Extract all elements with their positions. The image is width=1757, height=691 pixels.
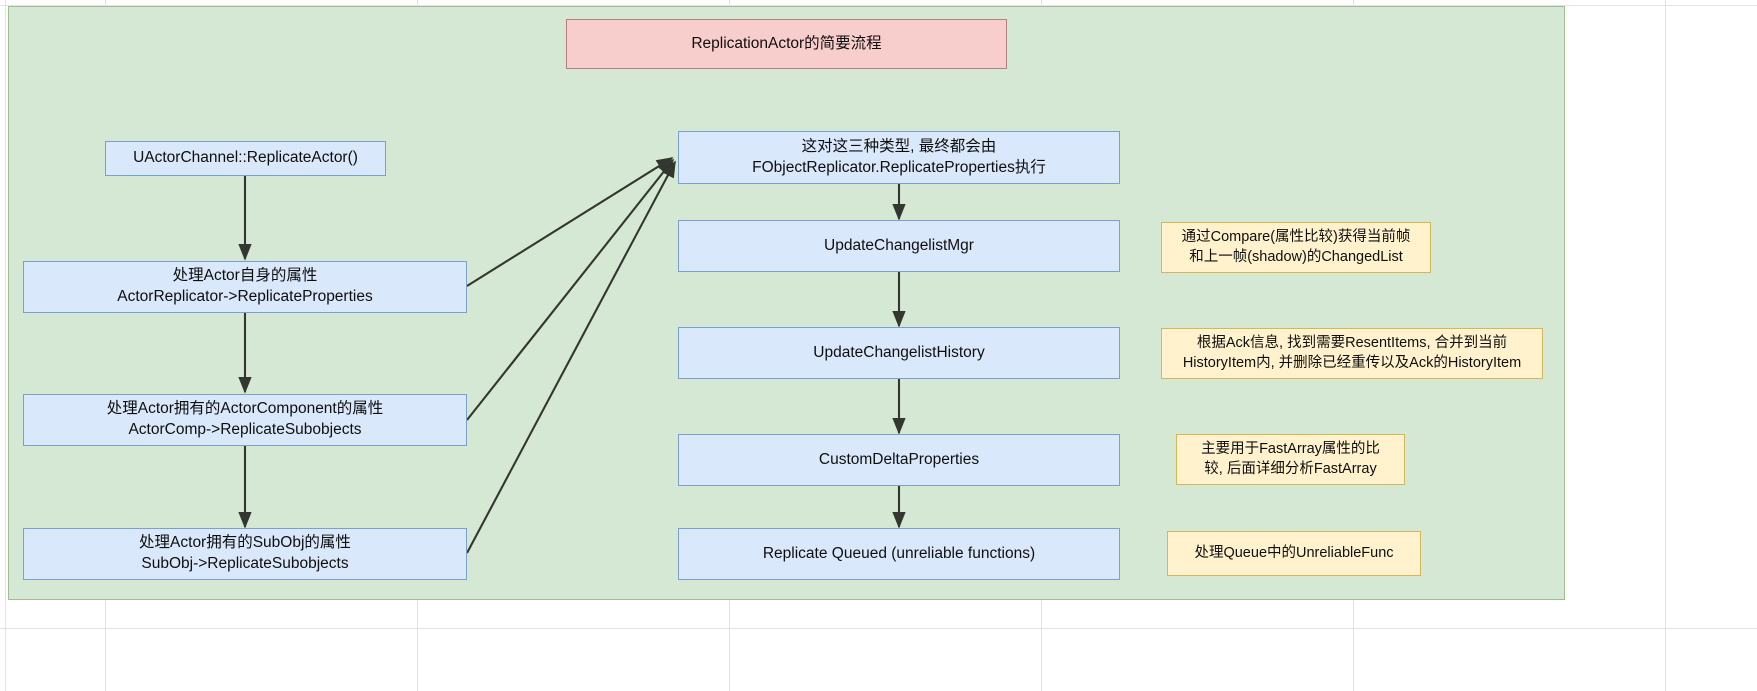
node-actor-own-properties[interactable]: 处理Actor自身的属性 ActorReplicator->ReplicateP… xyxy=(23,261,467,313)
node-actorcomponent-properties[interactable]: 处理Actor拥有的ActorComponent的属性 ActorComp->R… xyxy=(23,394,467,446)
node-customdeltaproperties[interactable]: CustomDeltaProperties xyxy=(678,434,1120,486)
title-node[interactable]: ReplicationActor的简要流程 xyxy=(566,19,1007,69)
note-customdeltaproperties[interactable]: 主要用于FastArray属性的比 较, 后面详细分析FastArray xyxy=(1176,434,1405,485)
node-subobj-properties[interactable]: 处理Actor拥有的SubObj的属性 SubObj->ReplicateSub… xyxy=(23,528,467,580)
node-replicate-queued[interactable]: Replicate Queued (unreliable functions) xyxy=(678,528,1120,580)
node-uactorchannel-replicateactor[interactable]: UActorChannel::ReplicateActor() xyxy=(105,141,386,176)
node-updatechangelisthistory[interactable]: UpdateChangelistHistory xyxy=(678,327,1120,379)
node-fobjectreplicator-replicateproperties[interactable]: 这对这三种类型, 最终都会由 FObjectReplicator.Replica… xyxy=(678,131,1120,184)
grid-line-horizontal xyxy=(0,628,1757,629)
grid-line-vertical xyxy=(1665,0,1666,691)
grid-line-horizontal xyxy=(0,5,1757,6)
node-updatechangelistmgr[interactable]: UpdateChangelistMgr xyxy=(678,220,1120,272)
note-updatechangelistmgr[interactable]: 通过Compare(属性比较)获得当前帧 和上一帧(shadow)的Change… xyxy=(1161,222,1431,273)
note-updatechangelisthistory[interactable]: 根据Ack信息, 找到需要ResentItems, 合并到当前 HistoryI… xyxy=(1161,328,1543,379)
grid-line-vertical xyxy=(5,0,6,691)
note-replicate-queued[interactable]: 处理Queue中的UnreliableFunc xyxy=(1167,531,1421,576)
